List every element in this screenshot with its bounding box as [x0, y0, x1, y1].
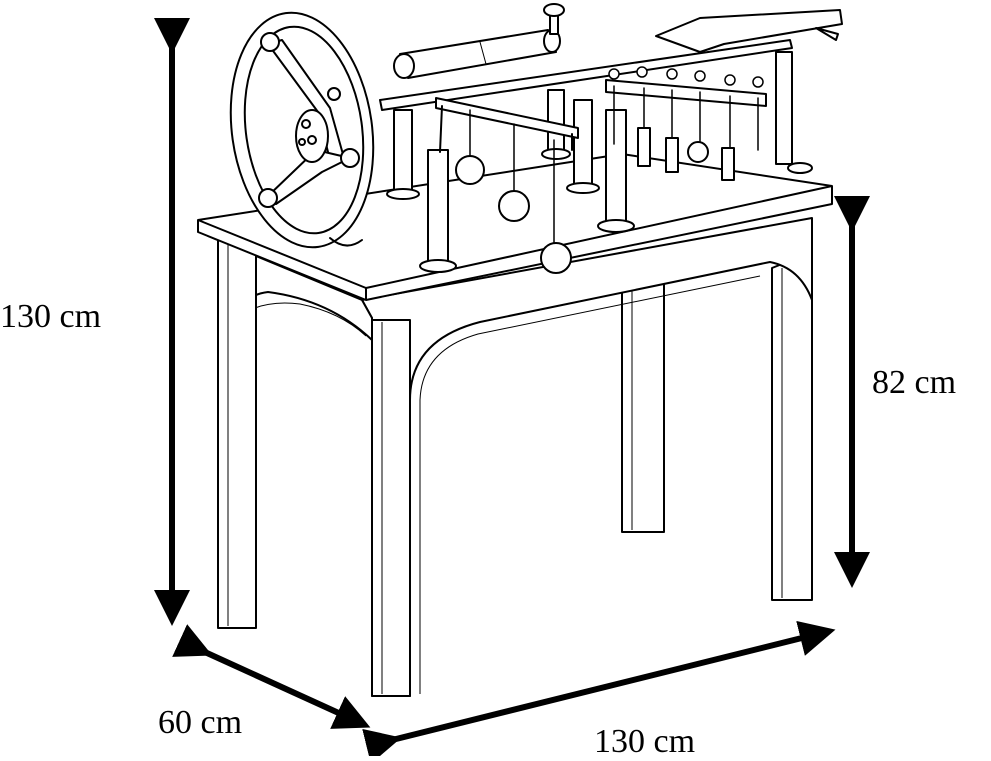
label-depth: 60 cm	[158, 704, 242, 741]
post	[573, 99, 593, 189]
table-apron-front	[361, 217, 813, 697]
post	[775, 51, 793, 165]
pendulum-frame	[435, 97, 579, 139]
label-total-height: 130 cm	[0, 298, 101, 335]
table	[197, 153, 833, 697]
pendulum-ball	[687, 141, 709, 163]
post	[393, 109, 413, 195]
pendulum-ball	[540, 242, 572, 274]
dimension-arrows	[154, 18, 870, 761]
pendulum-bar-right	[605, 79, 767, 107]
pendulum-ball	[455, 155, 485, 185]
label-width: 130 cm	[594, 723, 695, 756]
table-leg-side-left	[217, 239, 257, 629]
main-rail	[379, 39, 793, 111]
label-table-height: 82 cm	[872, 364, 956, 401]
table-leg-back-left	[621, 281, 665, 533]
steering-wheel	[229, 11, 375, 249]
roller-cylinder	[399, 29, 557, 79]
post	[427, 149, 449, 267]
pendulum-ball	[498, 190, 530, 222]
arrow-width	[362, 620, 836, 761]
table-leg-back-right	[771, 251, 813, 601]
lever-handle	[655, 9, 843, 53]
machine	[229, 3, 843, 274]
arrow-depth	[172, 624, 371, 729]
post	[605, 109, 627, 227]
table-leg-front-left	[371, 319, 411, 697]
